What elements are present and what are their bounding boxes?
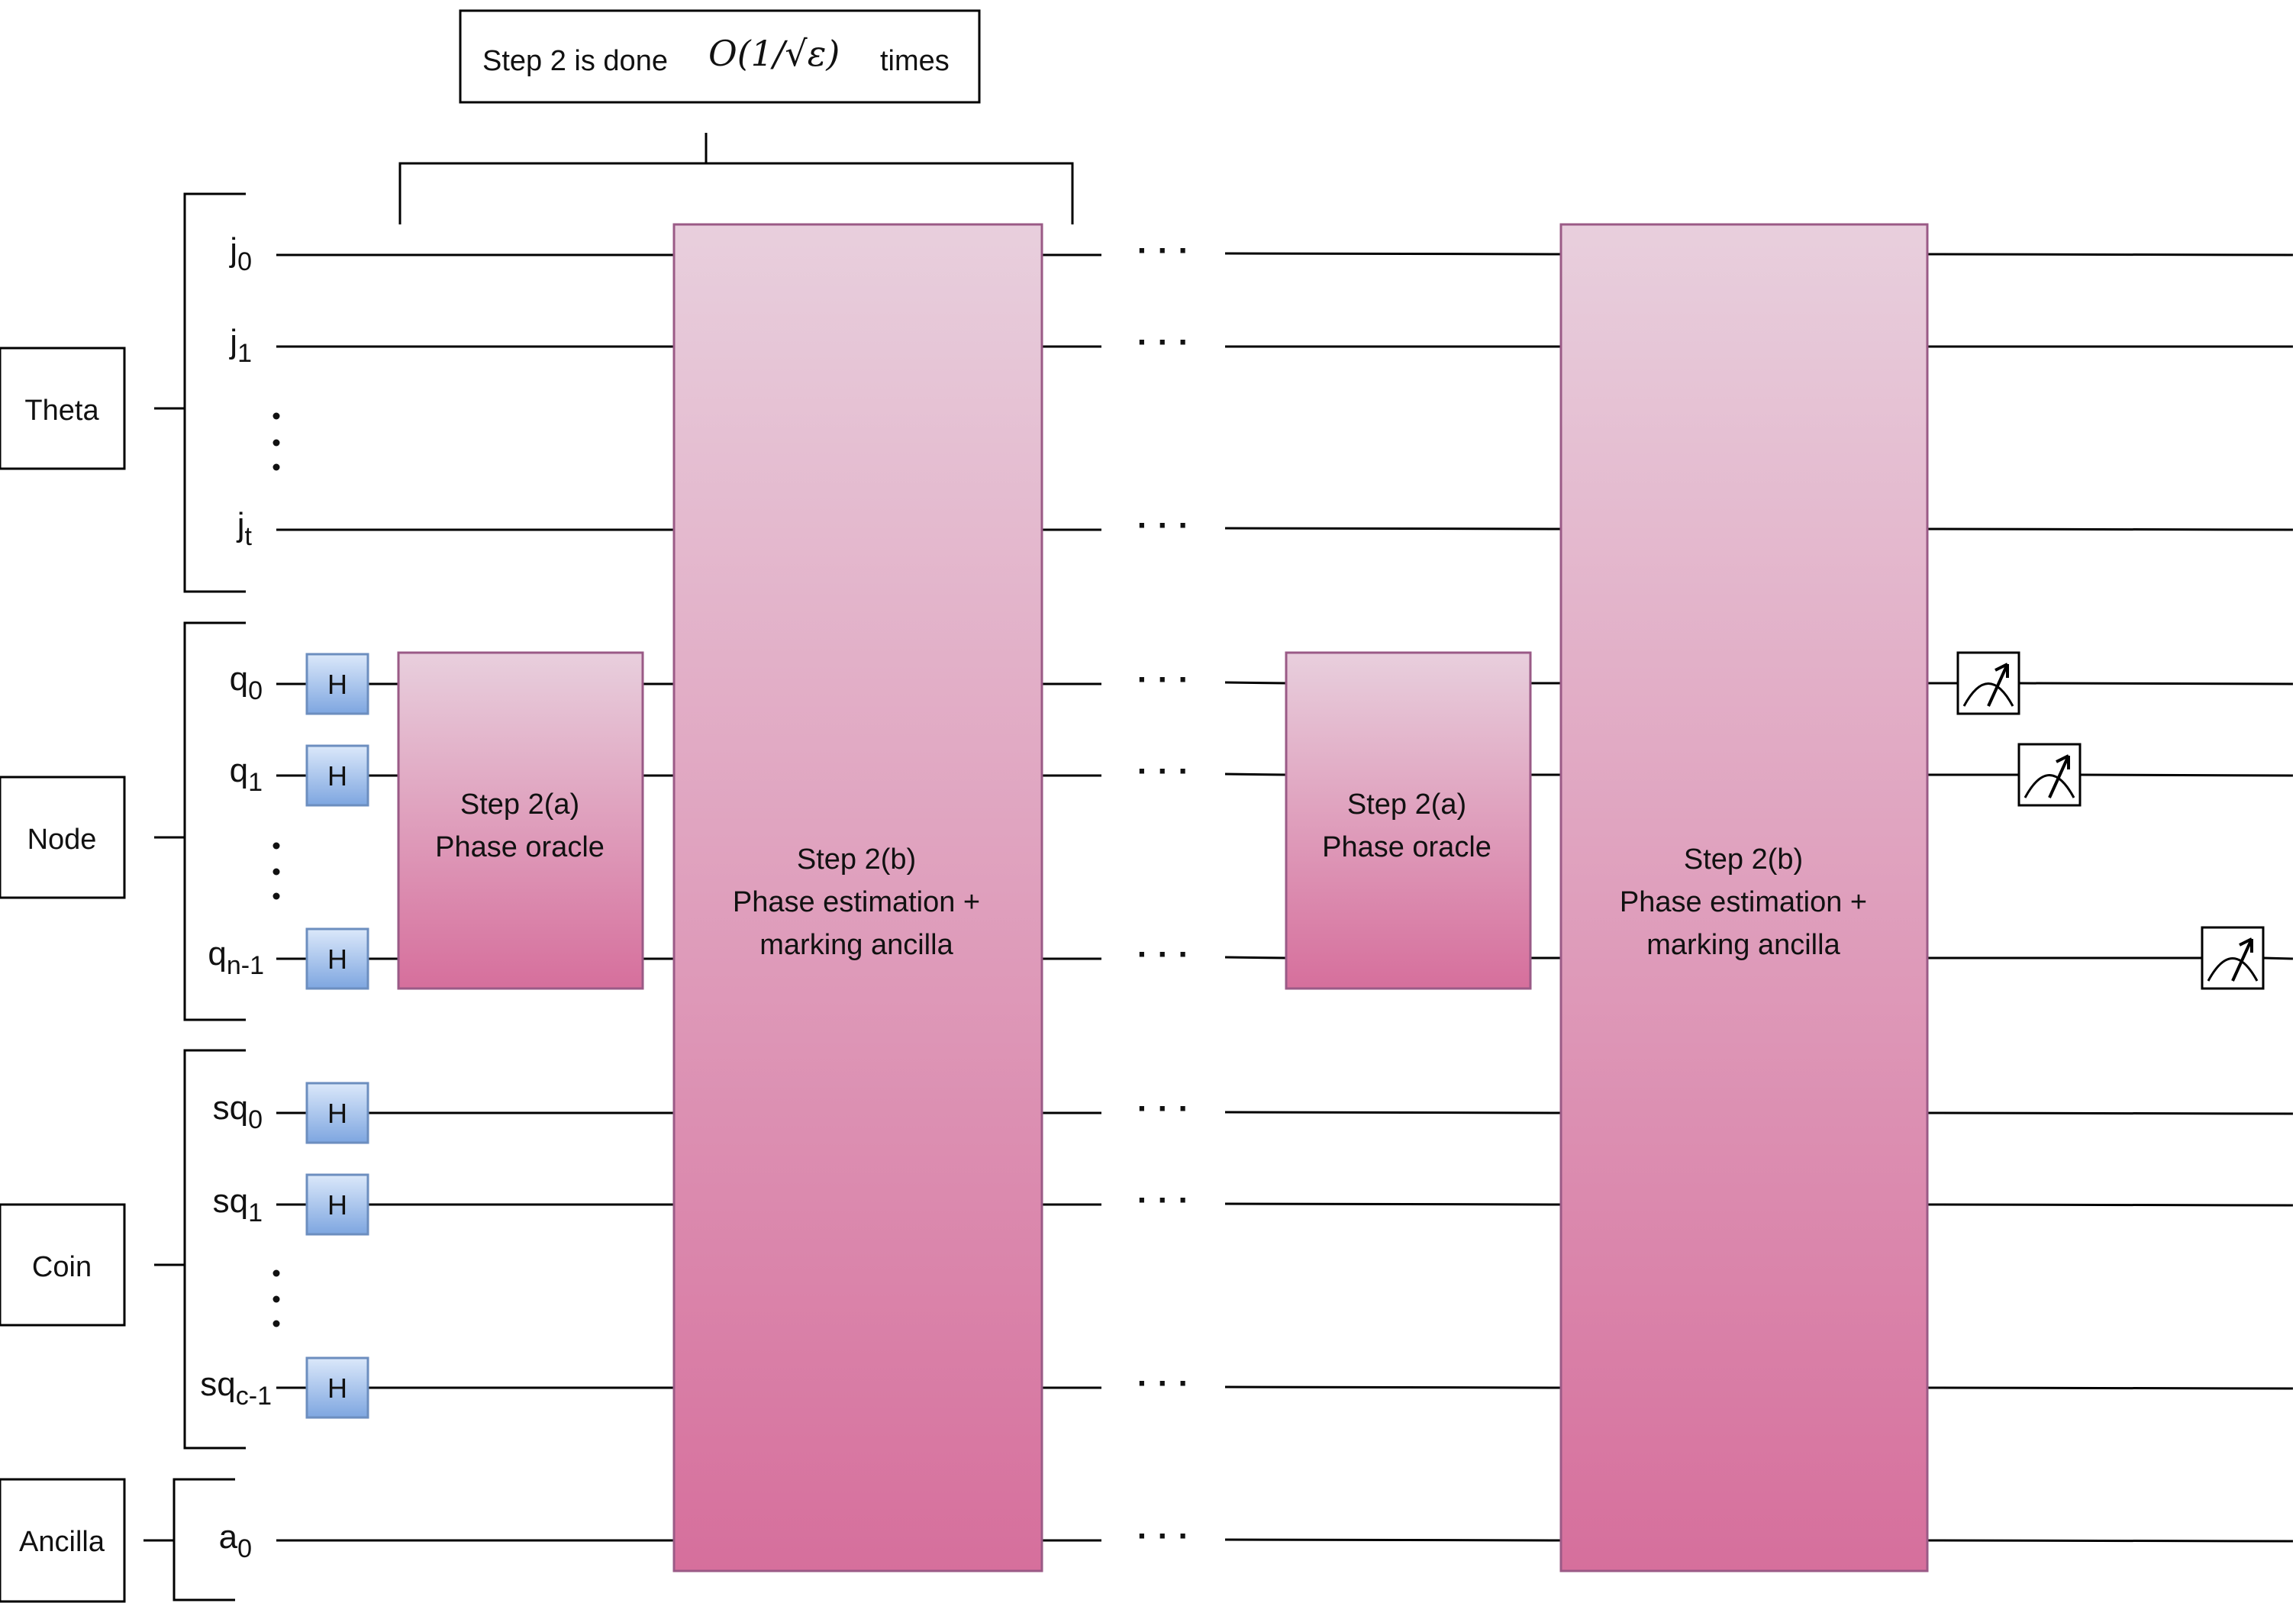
group-coin-brace: [154, 1049, 246, 1450]
continuation-dots-sq0: · · ·: [1137, 1090, 1189, 1127]
continuation-dots-jt: · · ·: [1137, 507, 1189, 544]
wire-label-j1: j1: [228, 323, 252, 368]
continuation-dots-qn-1: · · ·: [1137, 936, 1189, 973]
continuation-dots-sq1: · · ·: [1137, 1182, 1189, 1219]
wire-q0: [276, 681, 2294, 685]
phase-oracle-block-1: Step 2(a) Phase oracle: [397, 651, 644, 990]
measurement-q1-icon: [2017, 743, 2082, 807]
hadamard-gate-q0: H: [305, 653, 369, 715]
wire-qn-1: [276, 956, 2294, 960]
group-ancilla-label: Ancilla: [19, 1526, 105, 1558]
hadamard-gates: H H H H H H: [305, 653, 369, 1419]
wire-label-sqc-1: sqc-1: [200, 1366, 272, 1411]
group-coin: Coin: [0, 1049, 246, 1450]
wire-labels: j0 j1 jt q0 q1 qn-1 sq0 sq1 sqc-1 a0: [200, 231, 272, 1563]
wire-label-j0: j0: [228, 231, 252, 276]
oracle-title: Step 2(a): [460, 789, 579, 821]
continuation-dots-sqc-1: · · ·: [1137, 1365, 1189, 1402]
wire-label-sq0: sq0: [213, 1089, 263, 1134]
wire-sqc-1: [276, 1385, 2294, 1390]
estimation-title: Step 2(b): [797, 843, 916, 876]
wire-sq1: [276, 1202, 2294, 1207]
wire-sq0: [276, 1111, 2294, 1115]
hadamard-label: H: [327, 760, 347, 792]
hadamard-gate-sqc-1: H: [305, 1356, 369, 1419]
hadamard-label: H: [327, 669, 347, 700]
continuation-dots-a0: · · ·: [1137, 1518, 1189, 1555]
group-ancilla: Ancilla: [0, 1478, 235, 1603]
hadamard-gate-q1: H: [305, 744, 369, 807]
vertical-ellipsis-coin: [272, 1269, 280, 1327]
continuation-dots-q0: · · ·: [1137, 661, 1189, 698]
annotation-box: [459, 9, 981, 104]
repetition-annotation: Step 2 is done O(1/√ε) times: [398, 9, 1074, 224]
group-ancilla-brace: [144, 1478, 235, 1601]
annotation-formula: O(1/√ε): [708, 33, 840, 74]
measurement-qn-1-icon: [2201, 926, 2265, 990]
estimation-detail: marking ancilla: [759, 929, 953, 961]
hadamard-label: H: [327, 1372, 347, 1404]
wire-label-q1: q1: [230, 752, 263, 797]
group-ancilla-box: [0, 1478, 126, 1603]
phase-estimation-block-2: Step 2(b) Phase estimation + marking anc…: [1559, 223, 1929, 1572]
measurement-q0-icon: [1956, 651, 2020, 715]
group-theta-brace: [154, 192, 246, 593]
group-theta-label: Theta: [24, 395, 99, 427]
register-groups: Theta Node Coin Ancilla: [0, 192, 246, 1603]
wire-label-qn-1: qn-1: [208, 935, 264, 980]
hadamard-gate-qn-1: H: [305, 927, 369, 990]
estimation-title: Step 2(b): [1684, 843, 1803, 876]
wire-label-jt: jt: [236, 506, 253, 551]
measurement-gates: [1956, 651, 2265, 990]
group-node-label: Node: [27, 824, 97, 856]
wire-jt: [276, 527, 2294, 531]
group-coin-box: [0, 1203, 126, 1327]
continuation-dots-q1: · · ·: [1137, 753, 1189, 790]
group-theta-box: [0, 347, 126, 470]
group-node-box: [0, 776, 126, 899]
continuation-markers: · · · · · · · · · · · · · · · · · · · · …: [1137, 232, 1189, 1555]
estimation-subtitle: Phase estimation +: [733, 886, 980, 918]
wire-label-a0: a0: [219, 1518, 252, 1563]
continuation-dots-j1: · · ·: [1137, 324, 1189, 361]
estimation-subtitle: Phase estimation +: [1620, 886, 1867, 918]
oracle-subtitle: Phase oracle: [435, 831, 605, 863]
oracle-subtitle: Phase oracle: [1322, 831, 1491, 863]
group-node: Node: [0, 621, 246, 1021]
hadamard-gate-sq0: H: [305, 1082, 369, 1144]
hadamard-label: H: [327, 1098, 347, 1129]
hadamard-label: H: [327, 1189, 347, 1221]
wire-label-sq1: sq1: [213, 1182, 263, 1227]
vertical-ellipsis-theta: [272, 412, 280, 471]
wire-j0: [276, 252, 2294, 256]
oracle-title: Step 2(a): [1347, 789, 1466, 821]
phase-oracle-block-2: Step 2(a) Phase oracle: [1285, 651, 1532, 990]
annotation-suffix: times: [880, 45, 950, 77]
hadamard-gate-sq1: H: [305, 1173, 369, 1236]
wire-gap-dots: [272, 412, 280, 1327]
wire-a0: [276, 1538, 2294, 1543]
wire-label-q0: q0: [230, 660, 263, 705]
hadamard-label: H: [327, 943, 347, 975]
continuation-dots-j0: · · ·: [1137, 232, 1189, 269]
group-coin-label: Coin: [32, 1251, 92, 1283]
vertical-ellipsis-node: [272, 842, 280, 900]
estimation-detail: marking ancilla: [1646, 929, 1840, 961]
group-node-brace: [154, 621, 246, 1021]
wire-q1: [276, 772, 2294, 777]
quantum-wires: [276, 252, 2294, 1543]
annotation-prefix: Step 2 is done: [482, 45, 668, 77]
repetition-bracket: [398, 133, 1074, 224]
phase-estimation-block-1: Step 2(b) Phase estimation + marking anc…: [672, 223, 1043, 1572]
group-theta: Theta: [0, 192, 246, 593]
